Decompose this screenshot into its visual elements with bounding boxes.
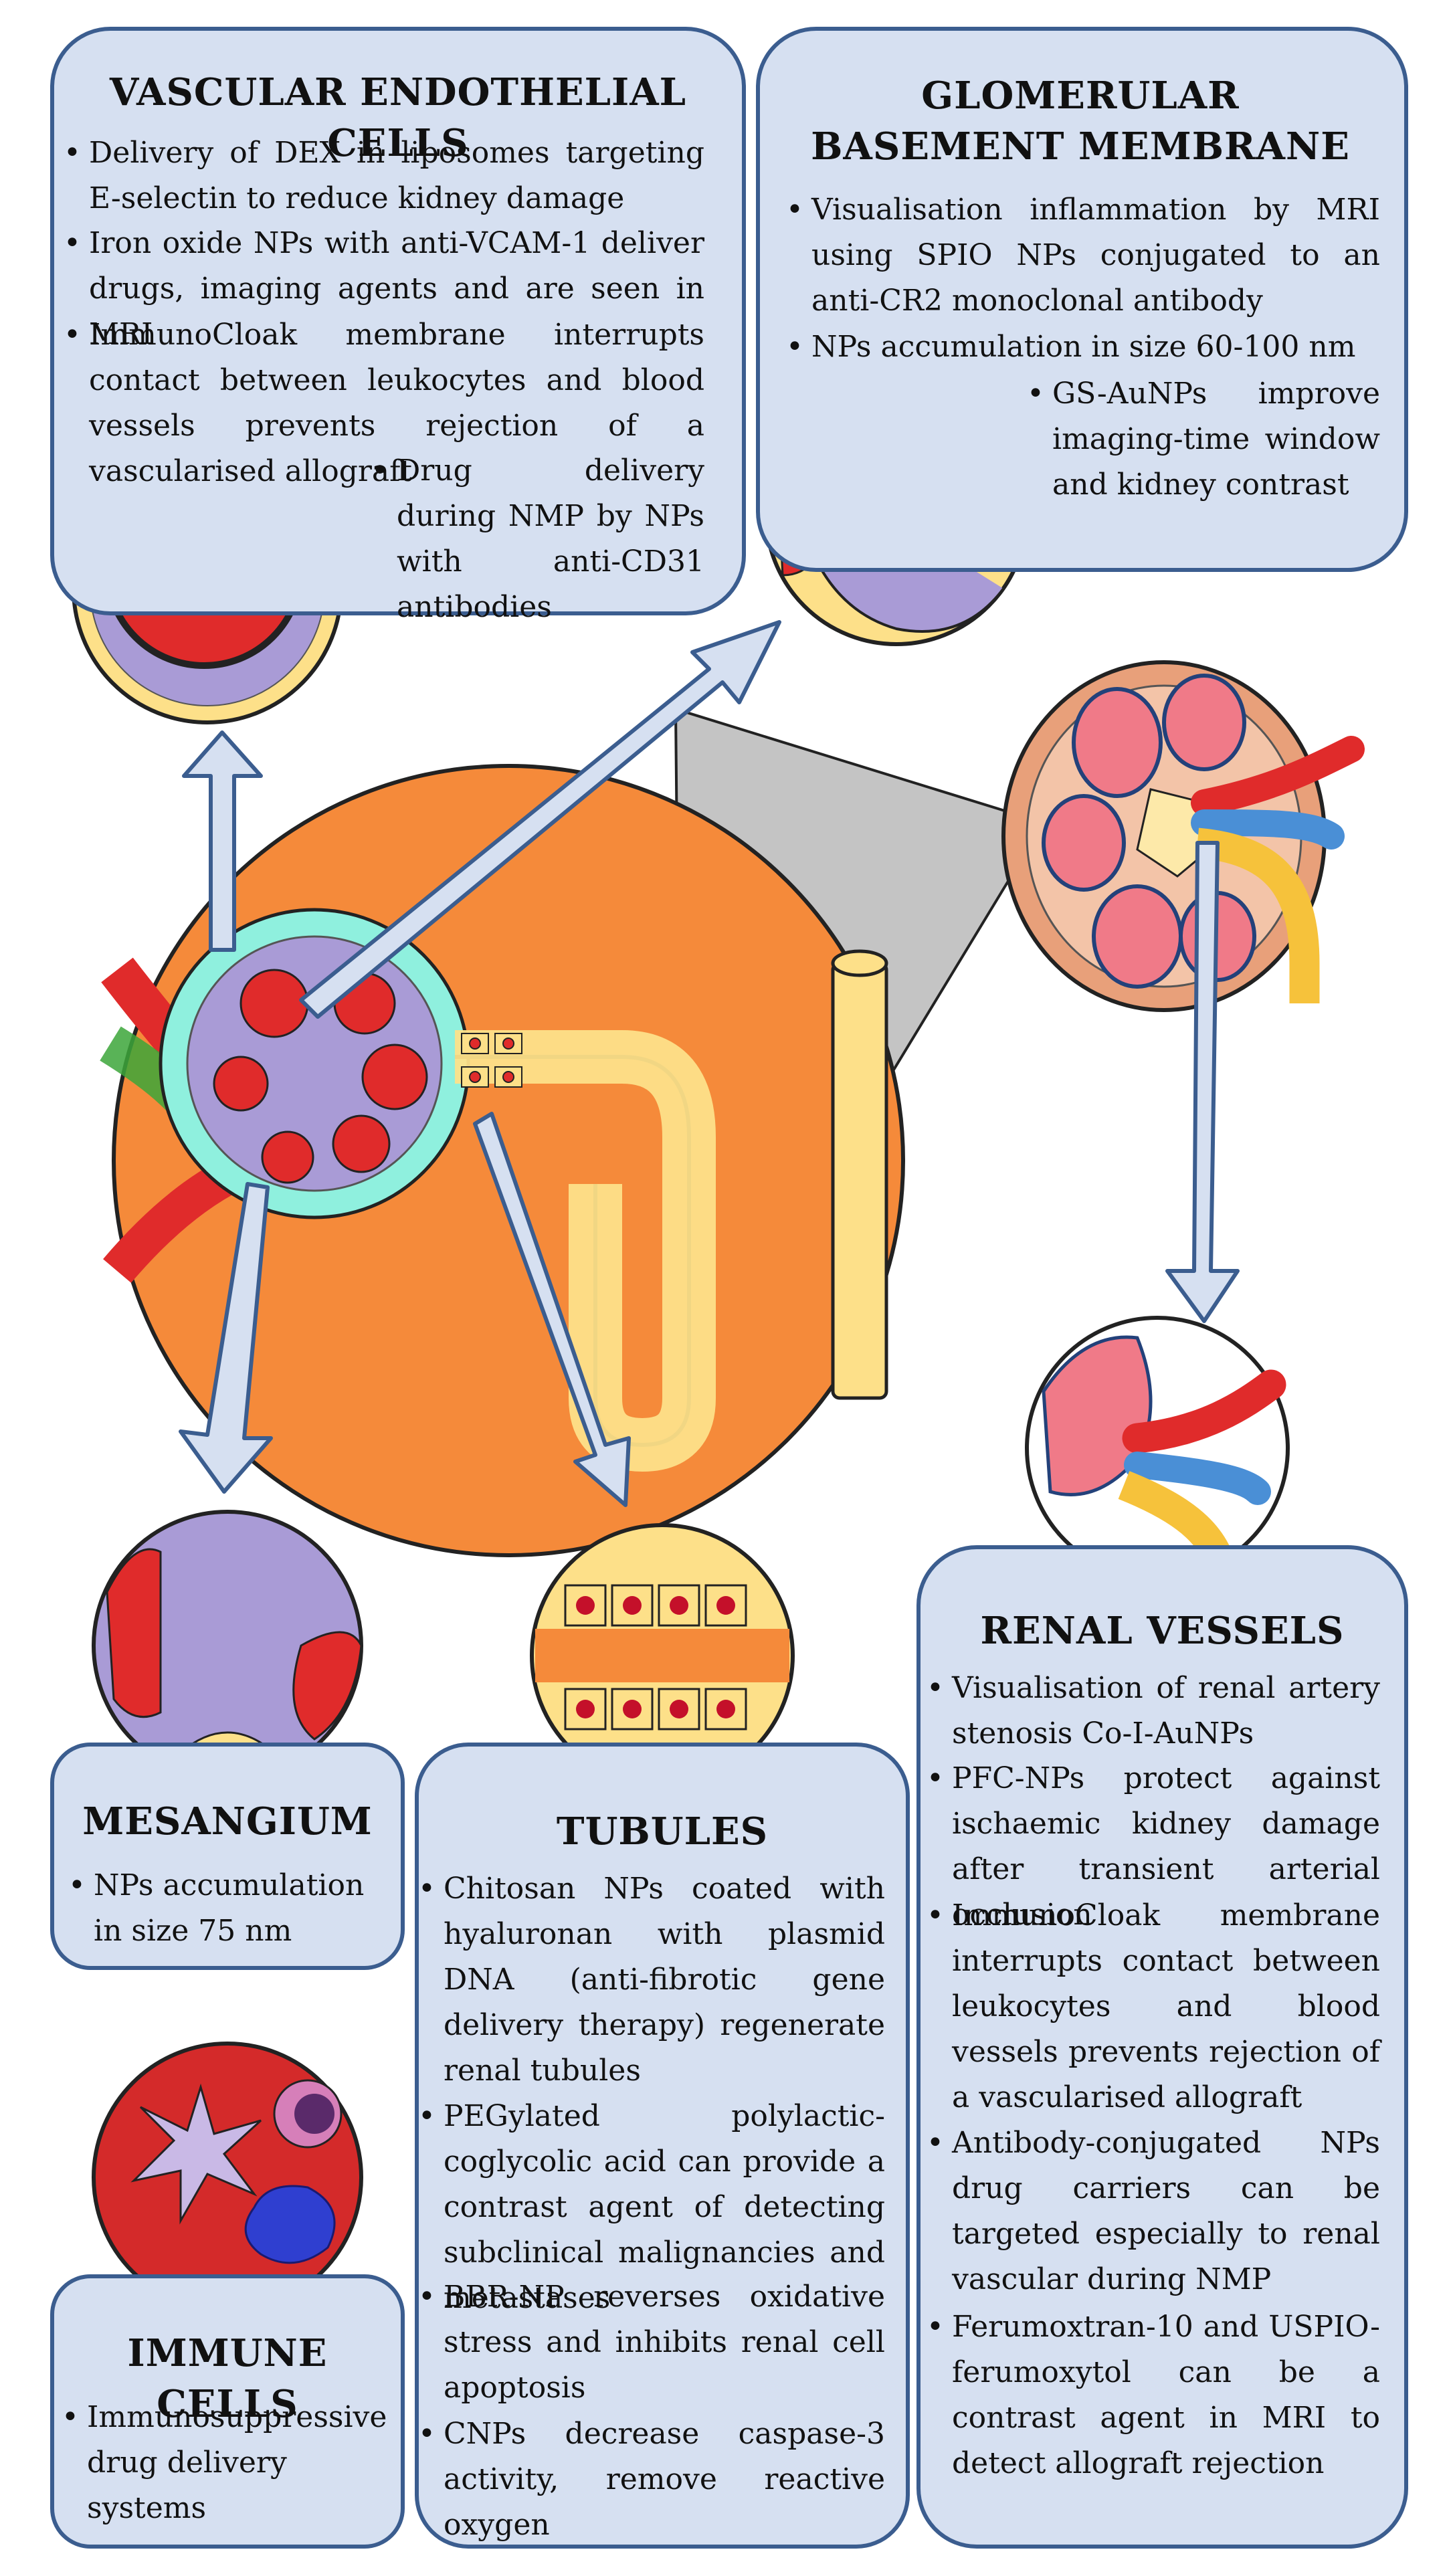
renal-item-4: •Antibody-conjugated NPs drug carriers c… <box>927 2120 1380 2302</box>
bullet: • <box>68 1868 86 1902</box>
immune-cells-title: IMMUNE CELLS <box>127 2331 328 2426</box>
tubules-box <box>415 1743 910 2549</box>
mesangium-title: MESANGIUM <box>82 1799 373 1844</box>
immune-cells-box <box>50 2274 405 2549</box>
gbm-item-2: •NPs accumulation in size 60-100 nm <box>786 324 1380 370</box>
gbm-item-3: •GS-AuNPs improve imaging-time window an… <box>1027 371 1380 508</box>
renal-item-3: •ImmunoCloak membrane interrupts contact… <box>927 1893 1380 2120</box>
gbm-title: GLOMERULAR BASEMENT MEMBRANE <box>811 74 1350 169</box>
bullet: • <box>418 2280 436 2314</box>
immune-cells-circle <box>92 2042 363 2313</box>
bullet: • <box>62 2400 79 2434</box>
gbm-item-1: •Visualisation inflammation by MRI using… <box>786 187 1380 324</box>
mesangium-zoom-circle <box>92 1510 363 1781</box>
bullet: • <box>64 136 81 170</box>
bullet: • <box>1027 377 1044 411</box>
bullet: • <box>927 1671 944 1705</box>
arrow-to-mesangium <box>179 1182 273 1494</box>
kidney <box>1001 660 1365 1012</box>
bullet: • <box>371 454 389 488</box>
renal-vessels-zoom-circle <box>1025 1316 1290 1582</box>
arrow-to-gbm <box>299 620 781 1019</box>
vascular-item-3: •ImmunoCloak membrane interrupts contact… <box>64 312 704 494</box>
bullet: • <box>64 226 81 260</box>
immune-item-1: •Immunosuppressive drug delivery systems <box>62 2395 395 2531</box>
tubules-item-2: •PEGylated polylactic-coglycolic acid ca… <box>418 2094 885 2321</box>
vascular-endothelial-title: VASCULAR ENDOTHELIAL CELLS <box>109 70 687 165</box>
bullet: • <box>927 2126 944 2160</box>
arrow-to-endothelial <box>182 730 263 952</box>
renal-vessels-box <box>916 1545 1408 2549</box>
vascular-item-2: •Iron oxide NPs with anti-VCAM-1 deliver… <box>64 221 704 357</box>
bullet: • <box>418 2417 436 2451</box>
renal-item-5: •Ferumoxtran-10 and USPIO-ferumoxytol ca… <box>927 2304 1380 2486</box>
bullet: • <box>786 193 803 227</box>
gbm-box <box>756 27 1408 572</box>
arrow-to-tubules <box>473 1112 631 1507</box>
bullet: • <box>786 330 803 364</box>
renal-item-1: •Visualisation of renal artery stenosis … <box>927 1666 1380 1757</box>
tubules-zoom-circle <box>530 1523 795 1788</box>
mesangium-item-1: •NPs accumulation in size 75 nm <box>68 1863 375 1954</box>
vascular-item-4: •Drug delivery during NMP by NPs with an… <box>371 448 704 630</box>
arrow-to-renal-vessels <box>1165 841 1240 1323</box>
vascular-item-1: •Delivery of DEX in liposomes targeting … <box>64 130 704 221</box>
bullet: • <box>927 2310 944 2344</box>
bullet: • <box>64 318 81 352</box>
tubules-item-4: •CNPs decrease caspase-3 activity, remov… <box>418 2411 885 2548</box>
tubules-title: TUBULES <box>556 1809 769 1854</box>
renal-item-2: •PFC-NPs protect against ischaemic kidne… <box>927 1756 1380 1938</box>
vascular-endothelial-box <box>50 27 746 615</box>
bullet: • <box>927 1898 944 1933</box>
tubules-item-1: •Chitosan NPs coated with hyaluronan wit… <box>418 1866 885 2094</box>
bullet: • <box>418 2099 436 2133</box>
renal-vessels-title: RENAL VESSELS <box>980 1609 1345 1653</box>
mesangium-box <box>50 1743 405 1970</box>
bullet: • <box>927 1761 944 1795</box>
tubules-item-3: •BBR-NP reverses oxidative stress and in… <box>418 2274 885 2411</box>
bullet: • <box>418 1872 436 1906</box>
